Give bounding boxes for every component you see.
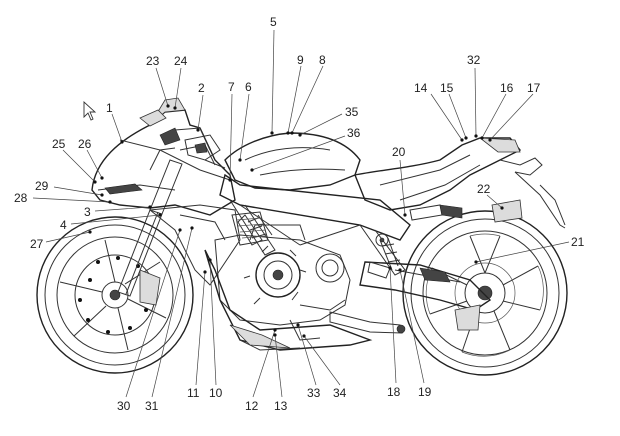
callout-16: 16 [500, 81, 514, 95]
callout-15: 15 [440, 81, 454, 95]
fuel-tank [224, 132, 361, 191]
callout-21: 21 [571, 235, 585, 249]
rear-wheel [402, 210, 568, 376]
callout-20: 20 [392, 145, 406, 159]
swingarm [359, 261, 492, 331]
callout-32: 32 [467, 53, 481, 67]
callout-6: 6 [245, 80, 252, 94]
callout-labels: 1 2 3 4 5 6 7 8 9 10 11 12 13 14 15 16 1… [14, 15, 585, 413]
front-wheel [36, 216, 194, 374]
exhaust [329, 311, 406, 334]
callout-35: 35 [345, 105, 359, 119]
callout-9: 9 [297, 53, 304, 67]
callout-29: 29 [35, 179, 49, 193]
rear-shock [375, 233, 401, 271]
callout-5: 5 [270, 15, 277, 29]
handlebar [184, 134, 226, 169]
callout-23: 23 [146, 54, 160, 68]
callout-33: 33 [307, 386, 321, 400]
callout-3: 3 [84, 205, 91, 219]
seat-tail [354, 137, 566, 229]
callout-13: 13 [274, 399, 288, 413]
callout-25: 25 [52, 137, 66, 151]
callout-24: 24 [174, 54, 188, 68]
belly-pan [204, 249, 373, 351]
callout-19: 19 [418, 385, 432, 399]
front-fork [117, 159, 183, 306]
frame [219, 173, 411, 276]
side-fairing [148, 204, 241, 286]
callout-30: 30 [117, 399, 131, 413]
callout-7: 7 [228, 80, 235, 94]
callout-2: 2 [198, 81, 205, 95]
callout-27: 27 [30, 237, 44, 251]
callout-28: 28 [14, 191, 28, 205]
callout-18: 18 [387, 385, 401, 399]
callout-31: 31 [145, 399, 159, 413]
motorcycle-drawing [36, 97, 568, 376]
mirror [139, 109, 167, 127]
leader-lines [32, 29, 570, 398]
callout-11: 11 [187, 386, 200, 400]
engine [214, 224, 351, 341]
callout-14: 14 [414, 81, 428, 95]
callout-36: 36 [347, 126, 361, 140]
mouse-cursor-icon [83, 100, 97, 121]
callout-1: 1 [106, 101, 113, 115]
footpegs [367, 204, 463, 279]
callout-26: 26 [78, 137, 92, 151]
callout-4: 4 [60, 218, 67, 232]
callout-17: 17 [527, 81, 541, 95]
callout-10: 10 [209, 386, 223, 400]
radiator [231, 211, 269, 246]
callout-8: 8 [319, 53, 326, 67]
callout-34: 34 [333, 386, 347, 400]
callout-22: 22 [477, 182, 491, 196]
callout-12: 12 [245, 399, 259, 413]
